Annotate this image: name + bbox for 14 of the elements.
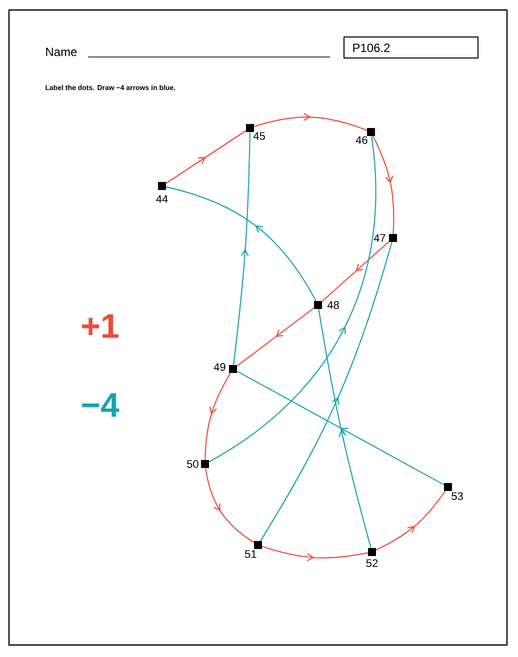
dot-label: 50 bbox=[187, 460, 198, 468]
dot-label: 44 bbox=[156, 195, 168, 203]
rule-label: −4 bbox=[82, 393, 120, 417]
dot-label: 48 bbox=[327, 301, 339, 309]
dot-label: 53 bbox=[452, 492, 463, 500]
name-label: Name bbox=[46, 48, 77, 56]
dot-label: 46 bbox=[356, 136, 368, 144]
code-box: P106.2 bbox=[344, 36, 478, 58]
rule-label: +1 bbox=[82, 314, 118, 338]
dot-label: 47 bbox=[374, 234, 386, 242]
dot-label: 51 bbox=[245, 550, 256, 558]
dot-label: 52 bbox=[366, 559, 378, 567]
dot-label: 49 bbox=[214, 363, 226, 371]
dot-label: 45 bbox=[253, 132, 265, 140]
